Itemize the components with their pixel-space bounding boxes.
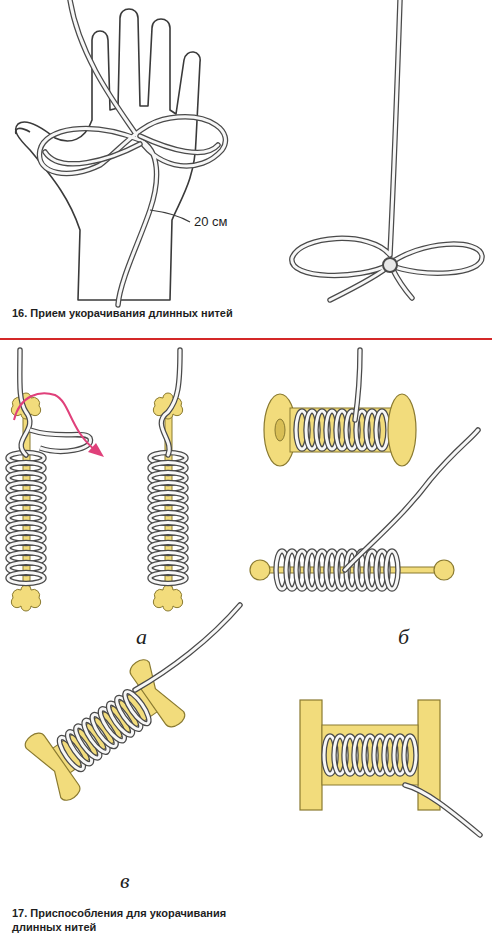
- leader-line: [150, 210, 190, 222]
- arrow-path: [14, 393, 95, 450]
- figure-letter: а: [136, 624, 147, 650]
- bobbin-a1: [8, 393, 44, 611]
- figure-letter: в: [120, 868, 130, 894]
- knot: [383, 258, 397, 272]
- arrow-head: [88, 443, 104, 457]
- figure-letter: б: [398, 624, 409, 650]
- figure-caption: 16. Прием укорачивания длинных нитей: [12, 306, 233, 320]
- divider-line: [0, 338, 492, 340]
- spool: [264, 394, 416, 466]
- bone-bobbin: [22, 656, 188, 803]
- pin-bobbin: [250, 551, 454, 589]
- dimension-label: 20 см: [192, 214, 230, 229]
- bobbin-a2: [150, 393, 186, 611]
- figure-caption: 17. Приспособления для укорачивания длин…: [12, 906, 272, 934]
- hand: [16, 9, 201, 300]
